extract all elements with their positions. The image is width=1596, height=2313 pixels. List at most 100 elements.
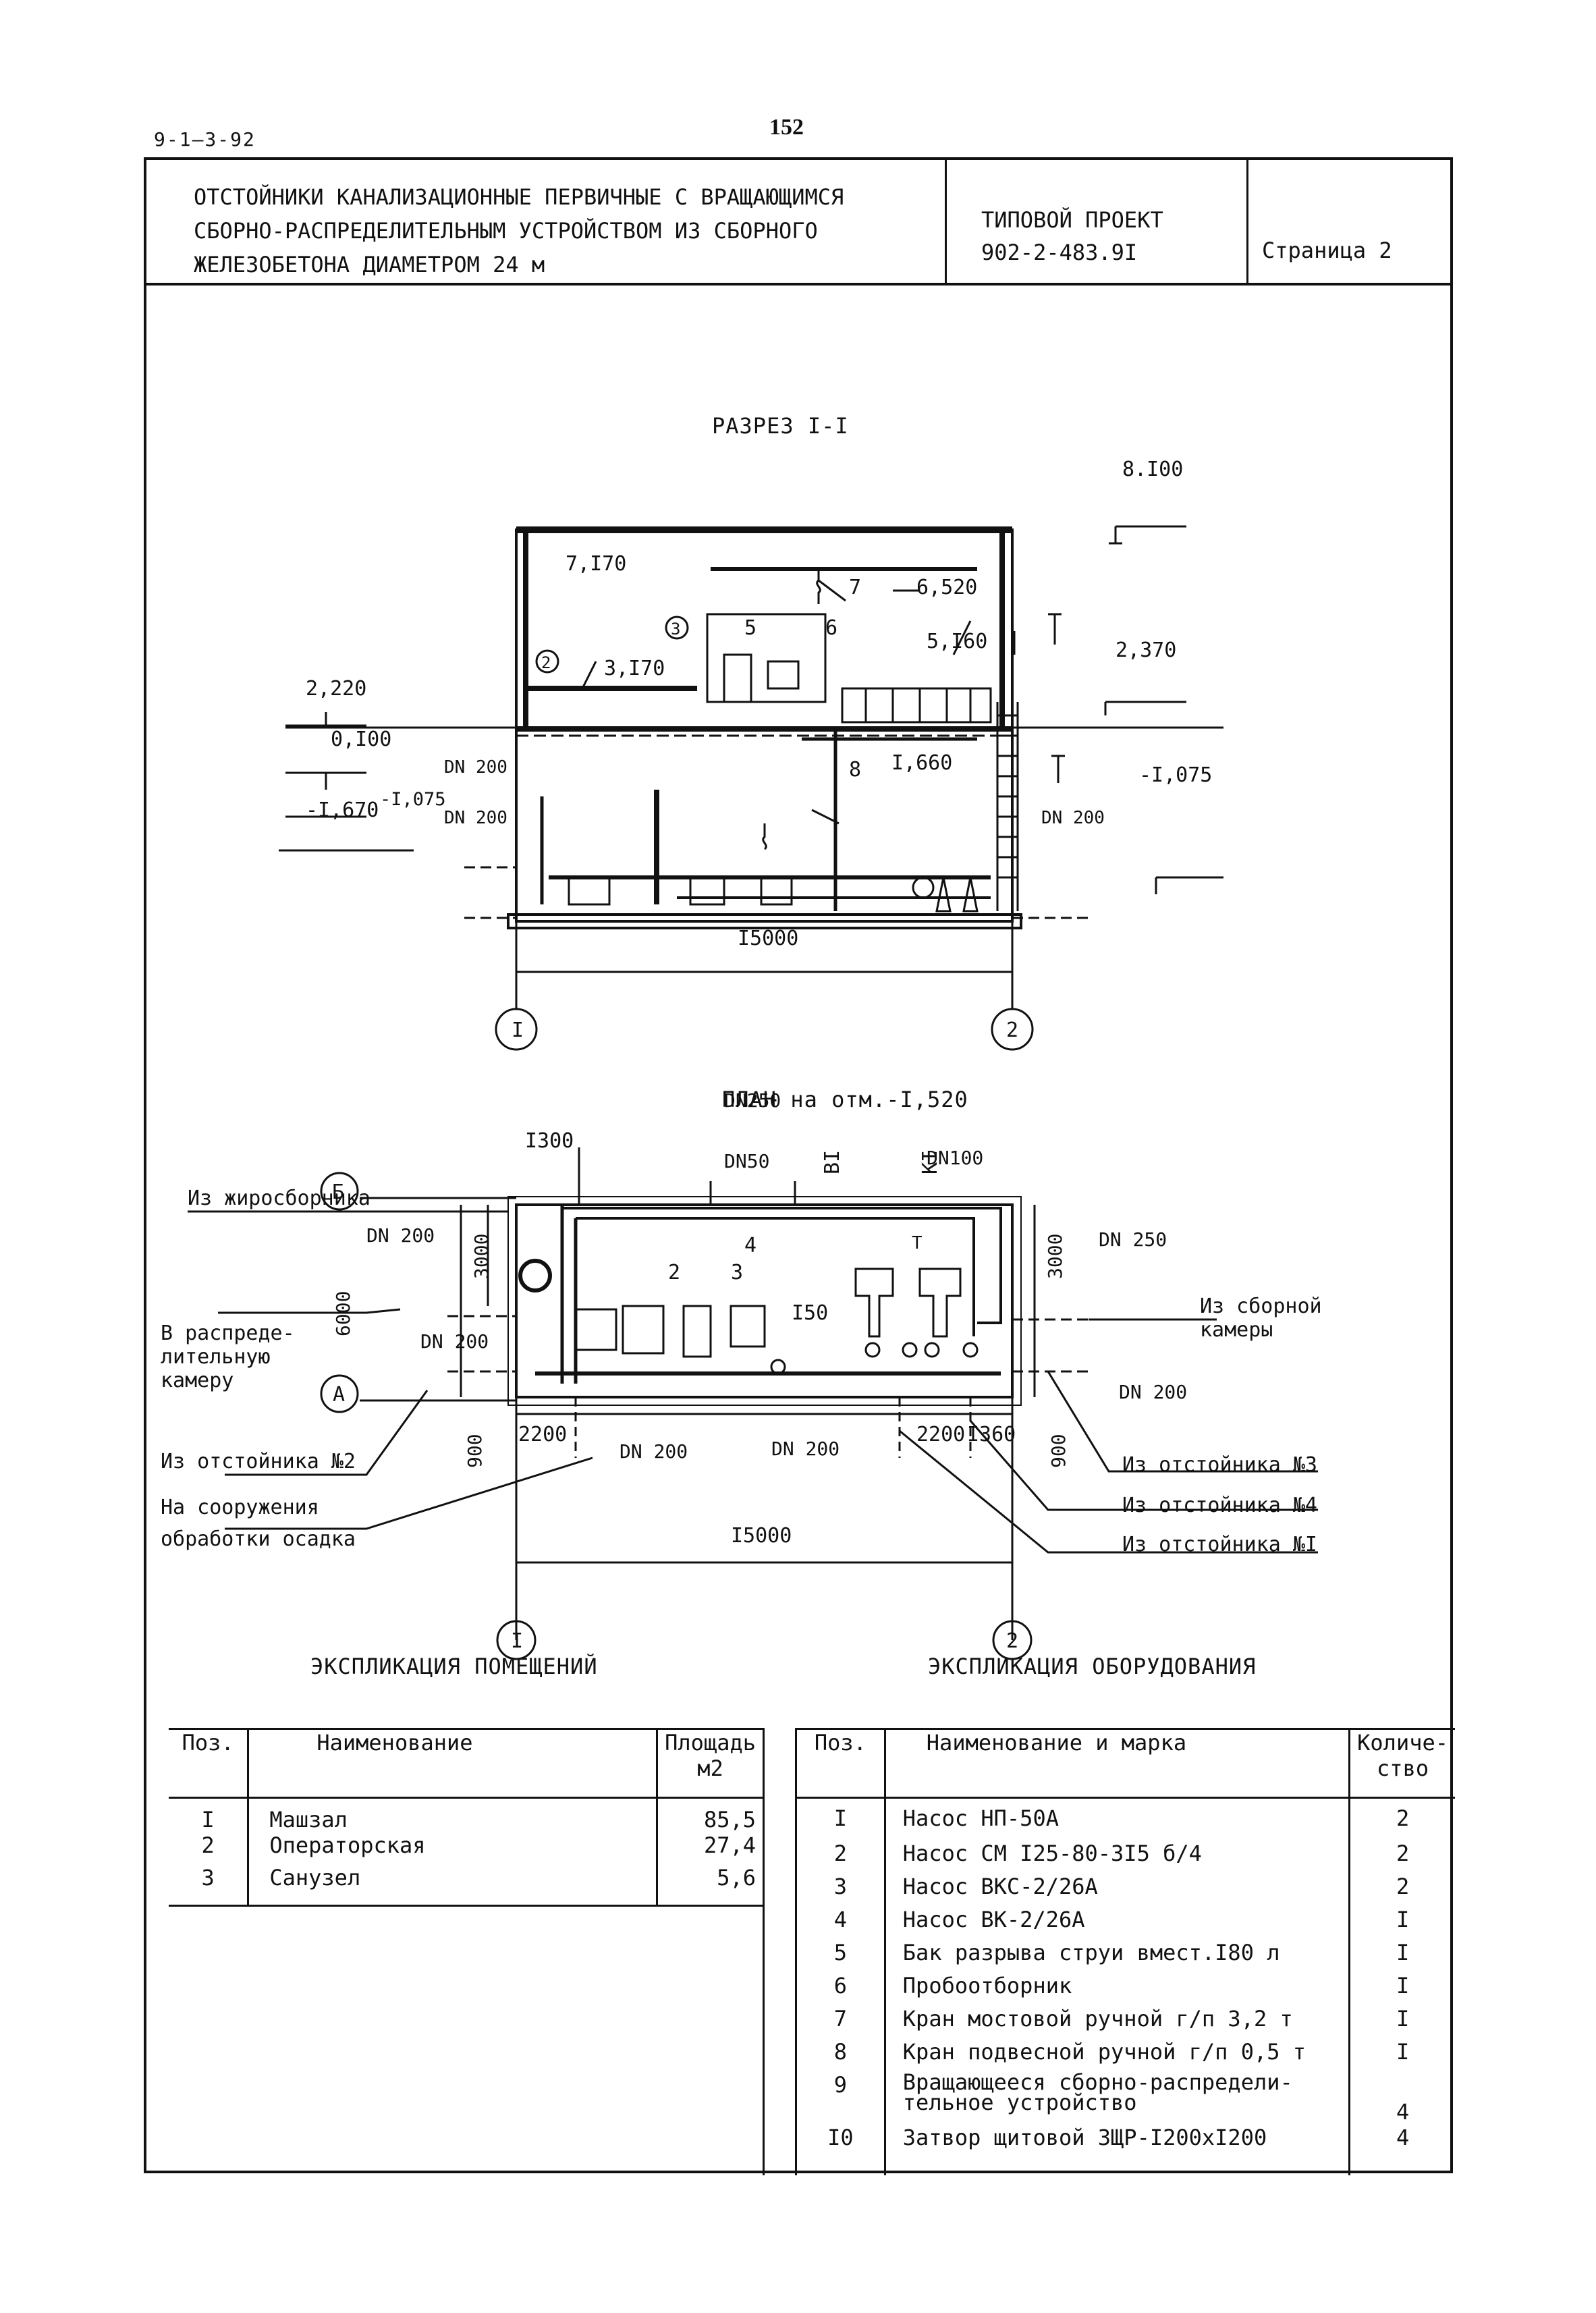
elevation-label: -I,670: [306, 798, 379, 822]
table-header: Наименование и марка: [883, 1730, 1350, 1799]
table-row: 9 Вращающееся сборно-распредели-тельное у…: [797, 2072, 1455, 2125]
section-labels: 8.I00 7,I70 6,520 5,I60 3,I70 2,370 2,22…: [306, 458, 1212, 1042]
axis-label: Б: [332, 1180, 344, 1204]
plan-dimension: I300: [525, 1129, 574, 1153]
position-label: 7: [849, 576, 861, 599]
cell-qty: I: [1348, 1973, 1455, 2007]
cell-pos: 7: [833, 2006, 848, 2032]
axis-label: I: [511, 1629, 523, 1653]
project-line: ТИПОВОЙ ПРОЕКТ: [981, 207, 1163, 233]
cell-qty: I: [1348, 1907, 1455, 1940]
position-label: 6: [825, 616, 837, 640]
cell-pos: 8: [833, 2039, 848, 2065]
table-header: Количе-ство: [1348, 1730, 1455, 1799]
cell-name: Затвор щитовой ЗЩР-I200xI200: [883, 2124, 1350, 2175]
plan-dimension: I360: [967, 1423, 1016, 1446]
section-title: РАЗРЕЗ I-I: [712, 413, 849, 439]
cell-name: Насос СМ I25-80-3I5 б/4: [883, 1840, 1350, 1874]
rooms-title: ЭКСПЛИКАЦИЯ ПОМЕЩЕНИЙ: [310, 1654, 598, 1679]
table-row: I Машзал 85,5: [169, 1797, 763, 1832]
pipe-label: DN 200: [1041, 808, 1105, 828]
plan-pipe-label: DN 200: [420, 1330, 489, 1353]
plan-annotation: На сооружения: [161, 1496, 319, 1519]
position-label: 8: [849, 758, 861, 782]
elevation-label: 8.I00: [1122, 458, 1183, 481]
cell-qty: I: [1348, 1940, 1455, 1974]
cell-pos: 9: [833, 2072, 848, 2098]
position-label: 4: [744, 1234, 756, 1257]
plan-drawing: [188, 1147, 1318, 1660]
cell-pos: I0: [827, 2124, 854, 2150]
cell-name: Кран подвесной ручной г/п 0,5 т: [883, 2039, 1350, 2073]
cell-pos: I: [201, 1806, 215, 1832]
rooms-table: Поз. Наименование Площадь м2 I Машзал 85…: [169, 1728, 765, 2175]
plan-dimension: I50: [792, 1301, 828, 1325]
plan-annotation: камеру: [161, 1369, 233, 1392]
plan-dimension: 900: [464, 1434, 486, 1468]
plan-annotation: Из отстойника №I: [1122, 1533, 1317, 1556]
plan-pipe-label: DN250: [724, 1089, 781, 1112]
pipe-label: DN 200: [444, 808, 507, 828]
cell-qty: 4: [1348, 2072, 1455, 2125]
plan-pipe-label: DN 200: [1119, 1381, 1187, 1403]
plan-dimension: I5000: [731, 1524, 792, 1548]
plan-dimension: 6000: [332, 1291, 354, 1336]
section-drawing: [279, 525, 1223, 1051]
position-label: 3: [731, 1261, 743, 1284]
position-label: 3: [671, 620, 680, 638]
plan-annotation: Из отстойника №3: [1122, 1453, 1317, 1477]
title-divider: [1246, 160, 1248, 285]
plan-code: BI: [821, 1150, 844, 1174]
plan-annotation: В распреде-: [161, 1322, 295, 1345]
plan-pipe-label: DN 200: [366, 1224, 435, 1247]
cell-name: Насос ВК-2/26А: [883, 1907, 1350, 1940]
elevation-label: 2,370: [1116, 638, 1176, 662]
cell-qty: I: [1348, 2006, 1455, 2040]
cell-name: Насос ВКС-2/26А: [883, 1874, 1350, 1907]
plan-annotation: Из жиросборника: [188, 1187, 370, 1210]
cell-name: Вращающееся сборно-распредели-тельное ус…: [883, 2072, 1350, 2125]
plan-dimension: 3000: [1044, 1234, 1066, 1279]
plan-dimension: 2200: [518, 1423, 567, 1446]
cell-name: Бак разрыва струи вмест.I80 л: [883, 1940, 1350, 1974]
table-row: 3 Санузел 5,6: [169, 1865, 763, 1907]
project-line: 902-2-483.9I: [981, 240, 1138, 265]
cell-pos: 3: [833, 1874, 848, 1900]
position-label: 2: [668, 1261, 680, 1284]
cell-name: Кран мостовой ручной г/п 3,2 т: [883, 2006, 1350, 2040]
cell-area: 85,5: [656, 1797, 763, 1832]
rooms-table-grid: Поз. Наименование Площадь м2 I Машзал 85…: [169, 1730, 763, 2175]
dimension-label: I5000: [738, 927, 798, 950]
elevation-label: 2,220: [306, 677, 366, 701]
cell-pos: 2: [201, 1832, 215, 1858]
plan-dimension: 3000: [470, 1234, 493, 1279]
cell-qty: 2: [1348, 1797, 1455, 1841]
table-row: 2 Операторская 27,4: [169, 1832, 763, 1865]
plan-annotation: камеры: [1200, 1318, 1273, 1342]
elevation-label: 0,I00: [331, 728, 391, 751]
axis-label: I: [512, 1018, 524, 1042]
elevation-label: -I,075: [380, 789, 446, 810]
cell-pos: 5: [833, 1940, 848, 1966]
cell-qty: 2: [1348, 1874, 1455, 1907]
elevation-label: 3,I70: [604, 657, 665, 680]
project-code: ТИПОВОЙ ПРОЕКТ 902-2-483.9I: [981, 204, 1163, 269]
technical-drawing: 8.I00 7,I70 6,520 5,I60 3,I70 2,370 2,22…: [161, 458, 1322, 1660]
cell-name: Санузел: [247, 1865, 657, 1907]
plan-code: KI: [918, 1150, 942, 1174]
plan-pipe-label: DN50: [724, 1150, 769, 1172]
elevation-label: 5,I60: [927, 630, 987, 653]
table-header: Поз.: [797, 1730, 885, 1799]
plan-annotation: Из отстойника №2: [161, 1450, 356, 1473]
axis-label: 2: [1006, 1629, 1018, 1653]
plan-pipe-label: DN 200: [620, 1440, 688, 1463]
